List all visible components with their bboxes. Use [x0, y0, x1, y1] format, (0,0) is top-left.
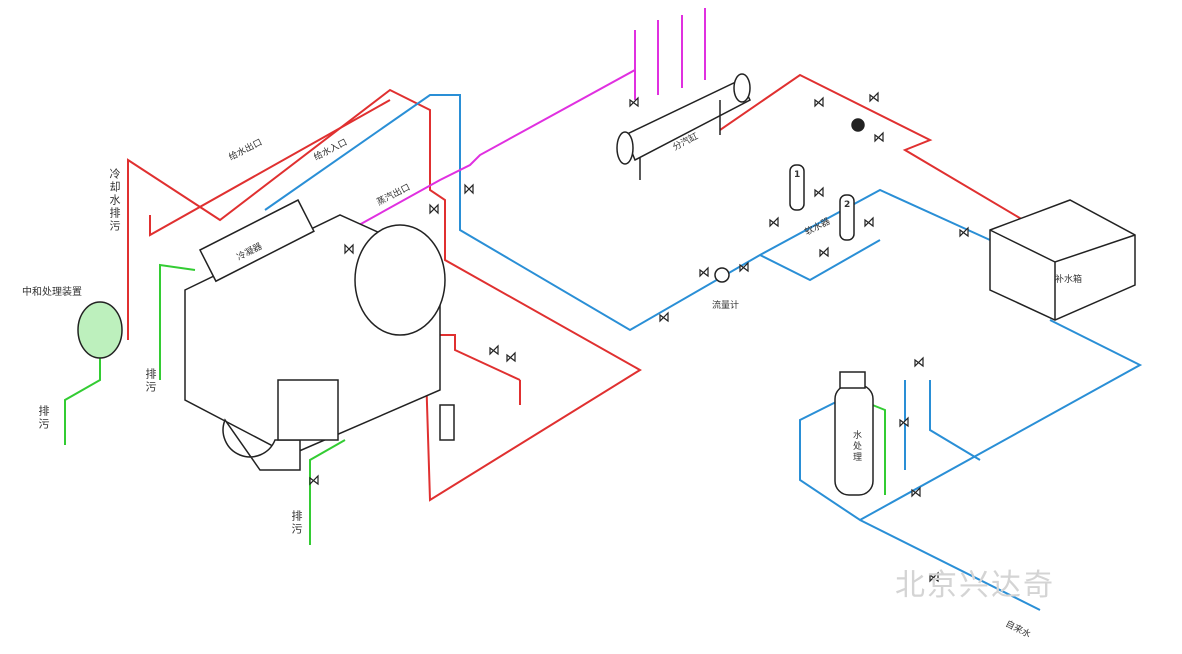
drain-pipes: [64, 263, 886, 545]
drain-bottom-label: 排污: [290, 510, 303, 536]
watermark: 北京兴达奇: [895, 568, 1055, 603]
hot-water-pipes: [127, 73, 1041, 502]
pump-icon: [851, 118, 865, 132]
drain-mid-label: 排污: [144, 368, 157, 394]
neutralizer-label: 中和处理装置: [22, 287, 82, 298]
condenser-unit: [198, 199, 315, 283]
water-treatment-label: 水处理: [851, 430, 861, 463]
steam-header-body: [624, 79, 752, 162]
softener-1: [789, 164, 805, 211]
makeup-tank-label: 补水箱: [1055, 275, 1083, 285]
neutralizer-tank: [77, 301, 123, 359]
cold-water-pipes: [264, 94, 1143, 611]
softener-2-number: 2: [844, 200, 851, 210]
softener-1-number: 1: [794, 170, 801, 180]
flowmeter-label: 流量计: [712, 301, 740, 311]
burner: [222, 418, 301, 471]
cooling-drain-label: 冷却水排污: [108, 168, 121, 233]
equipment: [77, 73, 1136, 496]
valves: [309, 91, 969, 583]
filter: [439, 404, 455, 441]
softener-2: [839, 194, 855, 241]
flowmeter-icon: [714, 267, 730, 283]
drain-left-label: 排污: [37, 405, 50, 431]
boiler-drum: [354, 224, 446, 336]
control-panel: [277, 379, 339, 441]
